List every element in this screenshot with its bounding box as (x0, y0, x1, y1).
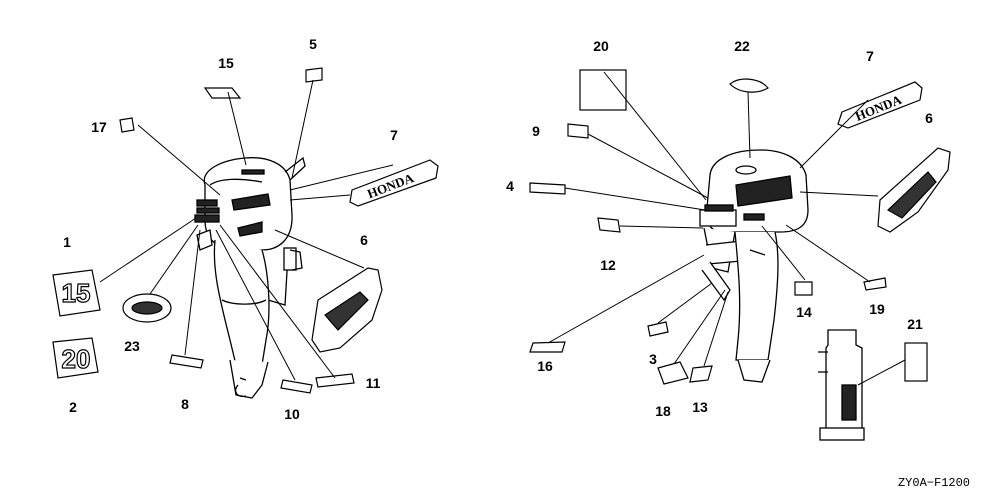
decal-17 (119, 117, 135, 133)
honda-decal-text: HONDA (365, 170, 416, 202)
callout-label: 22 (734, 38, 750, 54)
decal-21 (904, 342, 928, 382)
callout-label: 21 (907, 316, 923, 332)
decal-7-honda (349, 159, 439, 207)
callout-label: 7 (866, 48, 874, 64)
decal-3 (647, 321, 669, 337)
callout-label: 2 (69, 399, 77, 415)
decal-22 (729, 78, 769, 93)
diagram-code: ZY0A−F1200 (897, 476, 970, 490)
right-outboard-engine (699, 149, 809, 383)
callout-label: 6 (360, 232, 368, 248)
decal-8 (169, 354, 204, 369)
callout-label: 19 (869, 301, 885, 317)
callout-label: 20 (593, 38, 609, 54)
callout-label: 10 (284, 406, 300, 422)
decal-2 (52, 337, 99, 379)
decal-11 (315, 373, 355, 388)
decal-10 (280, 379, 313, 394)
decal-4 (529, 182, 566, 195)
decal-1 (52, 269, 101, 317)
callout-label: 7 (390, 127, 398, 143)
decal-16 (529, 341, 566, 353)
model-20-decal-text: 20 (62, 344, 91, 374)
callout-label: 17 (91, 119, 107, 135)
right-decals (529, 69, 951, 385)
model-15-decal-text: 15 (62, 278, 91, 308)
callout-label: 12 (600, 257, 616, 273)
decal-19 (863, 277, 887, 291)
decal-7-honda-right (837, 81, 923, 129)
callout-label: 16 (537, 358, 553, 374)
callout-label: 8 (181, 396, 189, 412)
decal-13 (689, 365, 713, 383)
decal-9 (567, 123, 589, 139)
callout-label: 3 (649, 351, 657, 367)
callout-label: 5 (309, 36, 317, 52)
decal-18 (657, 361, 689, 385)
callout-label: 13 (692, 399, 708, 415)
decal-5 (305, 67, 323, 83)
callout-label: 15 (218, 55, 234, 71)
callout-label: 11 (365, 375, 381, 391)
leader-lines (99, 71, 906, 386)
callout-label: 6 (925, 110, 933, 126)
callout-label: 1 (63, 234, 71, 250)
left-outboard-engine (194, 156, 306, 399)
honda-decal-text-right: HONDA (853, 92, 904, 124)
decal-15 (203, 87, 242, 99)
callout-label: 4 (506, 178, 514, 194)
decal-12 (597, 217, 621, 233)
handle-tool (818, 329, 865, 441)
callout-label: 18 (655, 403, 671, 419)
callout-label: 14 (796, 304, 812, 320)
left-decals (52, 67, 439, 394)
decal-14 (794, 281, 813, 296)
callout-label: 23 (124, 338, 140, 354)
callout-label: 9 (532, 123, 540, 139)
